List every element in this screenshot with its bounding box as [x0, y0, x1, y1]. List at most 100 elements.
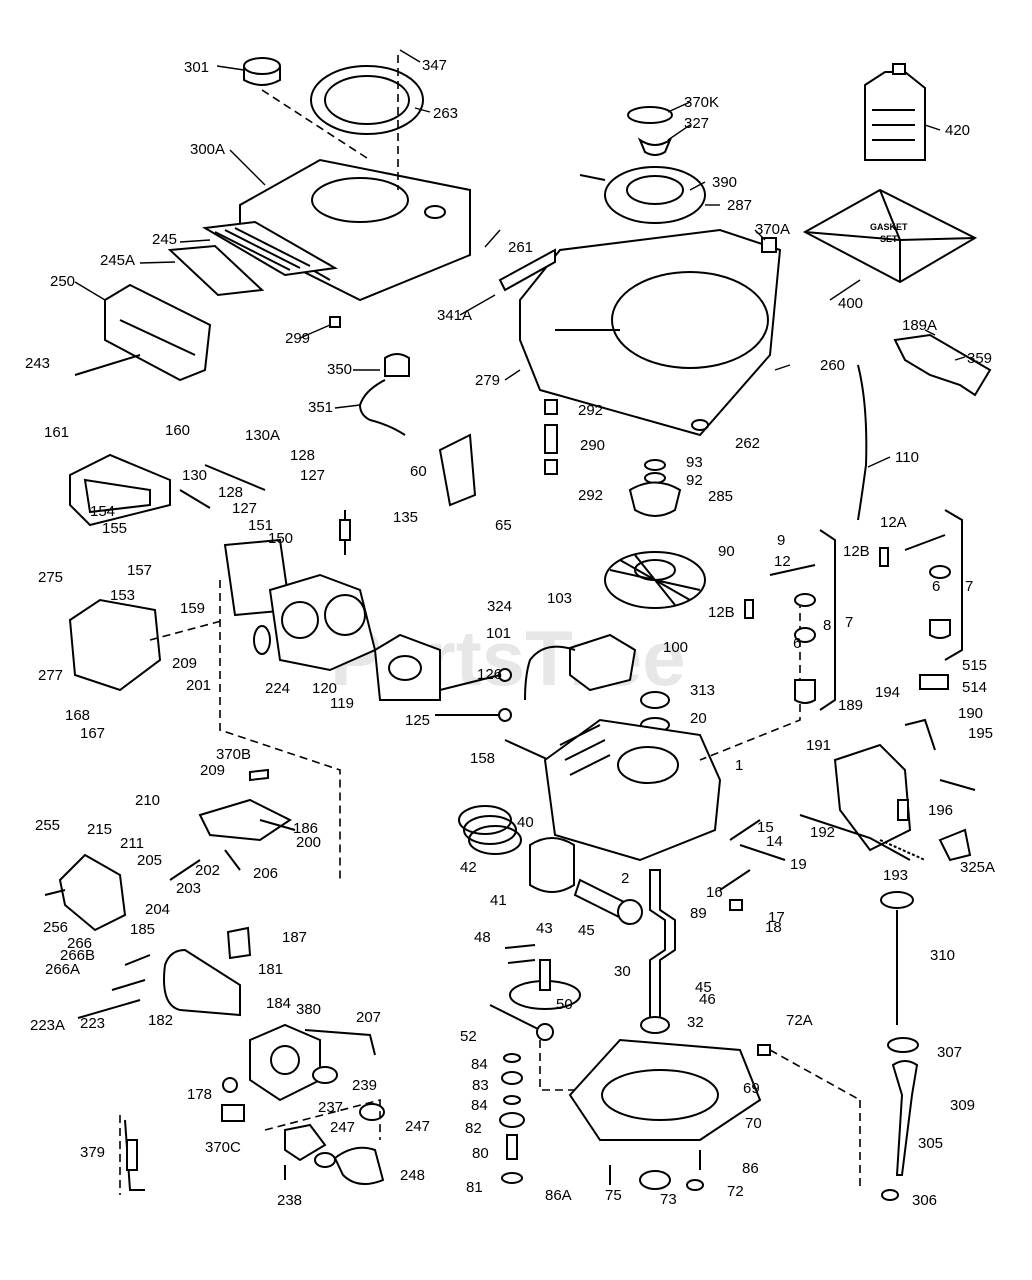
part-label-19: 19 — [790, 856, 807, 873]
part-label-50: 50 — [556, 996, 573, 1013]
part-label-370c: 370C — [205, 1139, 241, 1156]
part-label-2: 2 — [621, 870, 629, 887]
part-label-157: 157 — [127, 562, 152, 579]
part-label-260: 260 — [820, 357, 845, 374]
part-label-209: 209 — [172, 655, 197, 672]
part-label-86a: 86A — [545, 1187, 572, 1204]
part-label-14: 14 — [766, 833, 783, 850]
part-label-256: 256 — [43, 919, 68, 936]
part-label-90: 90 — [718, 543, 735, 560]
part-label-263: 263 — [433, 105, 458, 122]
part-label-262: 262 — [735, 435, 760, 452]
part-label-16: 16 — [706, 884, 723, 901]
part-label-370k: 370K — [684, 94, 719, 111]
part-label-130: 130 — [182, 467, 207, 484]
part-label-277: 277 — [38, 667, 63, 684]
part-label-92: 92 — [686, 472, 703, 489]
part-label-46: 46 — [699, 991, 716, 1008]
part-label-204: 204 — [145, 901, 170, 918]
part-label-154: 154 — [90, 503, 115, 520]
part-label-205: 205 — [137, 852, 162, 869]
part-label-126: 126 — [477, 666, 502, 683]
part-label-325a: 325A — [960, 859, 995, 876]
part-label-100: 100 — [663, 639, 688, 656]
part-label-80: 80 — [472, 1145, 489, 1162]
part-label-189a: 189A — [902, 317, 937, 334]
part-label-341a: 341A — [437, 307, 472, 324]
gasket-set-text-1: GASKET — [870, 222, 908, 232]
part-label-150: 150 — [268, 530, 293, 547]
part-label-380: 380 — [296, 1001, 321, 1018]
part-label-305: 305 — [918, 1135, 943, 1152]
part-label-266b: 266B — [60, 947, 95, 964]
part-label-75: 75 — [605, 1187, 622, 1204]
part-label-12b: 12B — [708, 604, 735, 621]
part-label-127: 127 — [232, 500, 257, 517]
part-label-82: 82 — [465, 1120, 482, 1137]
part-label-7: 7 — [845, 614, 853, 631]
part-label-255: 255 — [35, 817, 60, 834]
part-label-18: 18 — [765, 919, 782, 936]
part-label-327: 327 — [684, 115, 709, 132]
part-label-17: 17 — [768, 909, 785, 926]
fuel-line-group — [358, 353, 410, 436]
part-label-184: 184 — [266, 995, 291, 1012]
part-label-69: 69 — [743, 1080, 760, 1097]
part-label-189: 189 — [838, 697, 863, 714]
part-label-379: 379 — [80, 1144, 105, 1161]
part-label-6: 6 — [932, 578, 940, 595]
part-label-287: 287 — [727, 197, 752, 214]
part-label-359: 359 — [967, 350, 992, 367]
part-label-223: 223 — [80, 1015, 105, 1032]
part-label-250: 250 — [50, 273, 75, 290]
carburetor-group — [44, 768, 385, 1195]
part-label-127: 127 — [300, 467, 325, 484]
part-label-237: 237 — [318, 1099, 343, 1116]
part-label-307: 307 — [937, 1044, 962, 1061]
part-label-420: 420 — [945, 122, 970, 139]
part-label-196: 196 — [928, 802, 953, 819]
air-cleaner-group — [74, 55, 471, 382]
part-label-30: 30 — [614, 963, 631, 980]
part-label-266: 266 — [67, 935, 92, 952]
part-label-370a: 370A — [755, 221, 790, 238]
part-label-201: 201 — [186, 677, 211, 694]
part-label-209: 209 — [200, 762, 225, 779]
part-label-167: 167 — [80, 725, 105, 742]
part-label-43: 43 — [536, 920, 553, 937]
part-label-243: 243 — [25, 355, 50, 372]
part-label-86: 86 — [742, 1160, 759, 1177]
part-label-306: 306 — [912, 1192, 937, 1209]
part-label-190: 190 — [958, 705, 983, 722]
part-label-73: 73 — [660, 1191, 677, 1208]
part-label-93: 93 — [686, 454, 703, 471]
part-label-210: 210 — [135, 792, 160, 809]
part-label-324: 324 — [487, 598, 512, 615]
part-label-52: 52 — [460, 1028, 477, 1045]
part-label-158: 158 — [470, 750, 495, 767]
part-label-110: 110 — [895, 449, 919, 466]
part-label-285: 285 — [708, 488, 733, 505]
part-label-41: 41 — [490, 892, 507, 909]
part-label-60: 60 — [410, 463, 427, 480]
leader-lines — [74, 49, 966, 468]
part-label-70: 70 — [745, 1115, 762, 1132]
part-label-12b: 12B — [843, 543, 870, 560]
part-label-135: 135 — [393, 509, 418, 526]
part-label-160: 160 — [165, 422, 190, 439]
part-label-187: 187 — [282, 929, 307, 946]
part-label-159: 159 — [180, 600, 205, 617]
part-label-186: 186 — [293, 820, 318, 837]
part-label-84: 84 — [471, 1097, 488, 1114]
part-label-400: 400 — [838, 295, 863, 312]
part-label-309: 309 — [950, 1097, 975, 1114]
part-label-301: 301 — [184, 59, 209, 76]
part-label-514: 514 — [962, 679, 987, 696]
part-label-6: 6 — [793, 635, 801, 652]
part-label-292: 292 — [578, 487, 603, 504]
part-label-153: 153 — [110, 587, 135, 604]
part-label-89: 89 — [690, 905, 707, 922]
part-label-40: 40 — [517, 814, 534, 831]
part-label-191: 191 — [806, 737, 831, 754]
